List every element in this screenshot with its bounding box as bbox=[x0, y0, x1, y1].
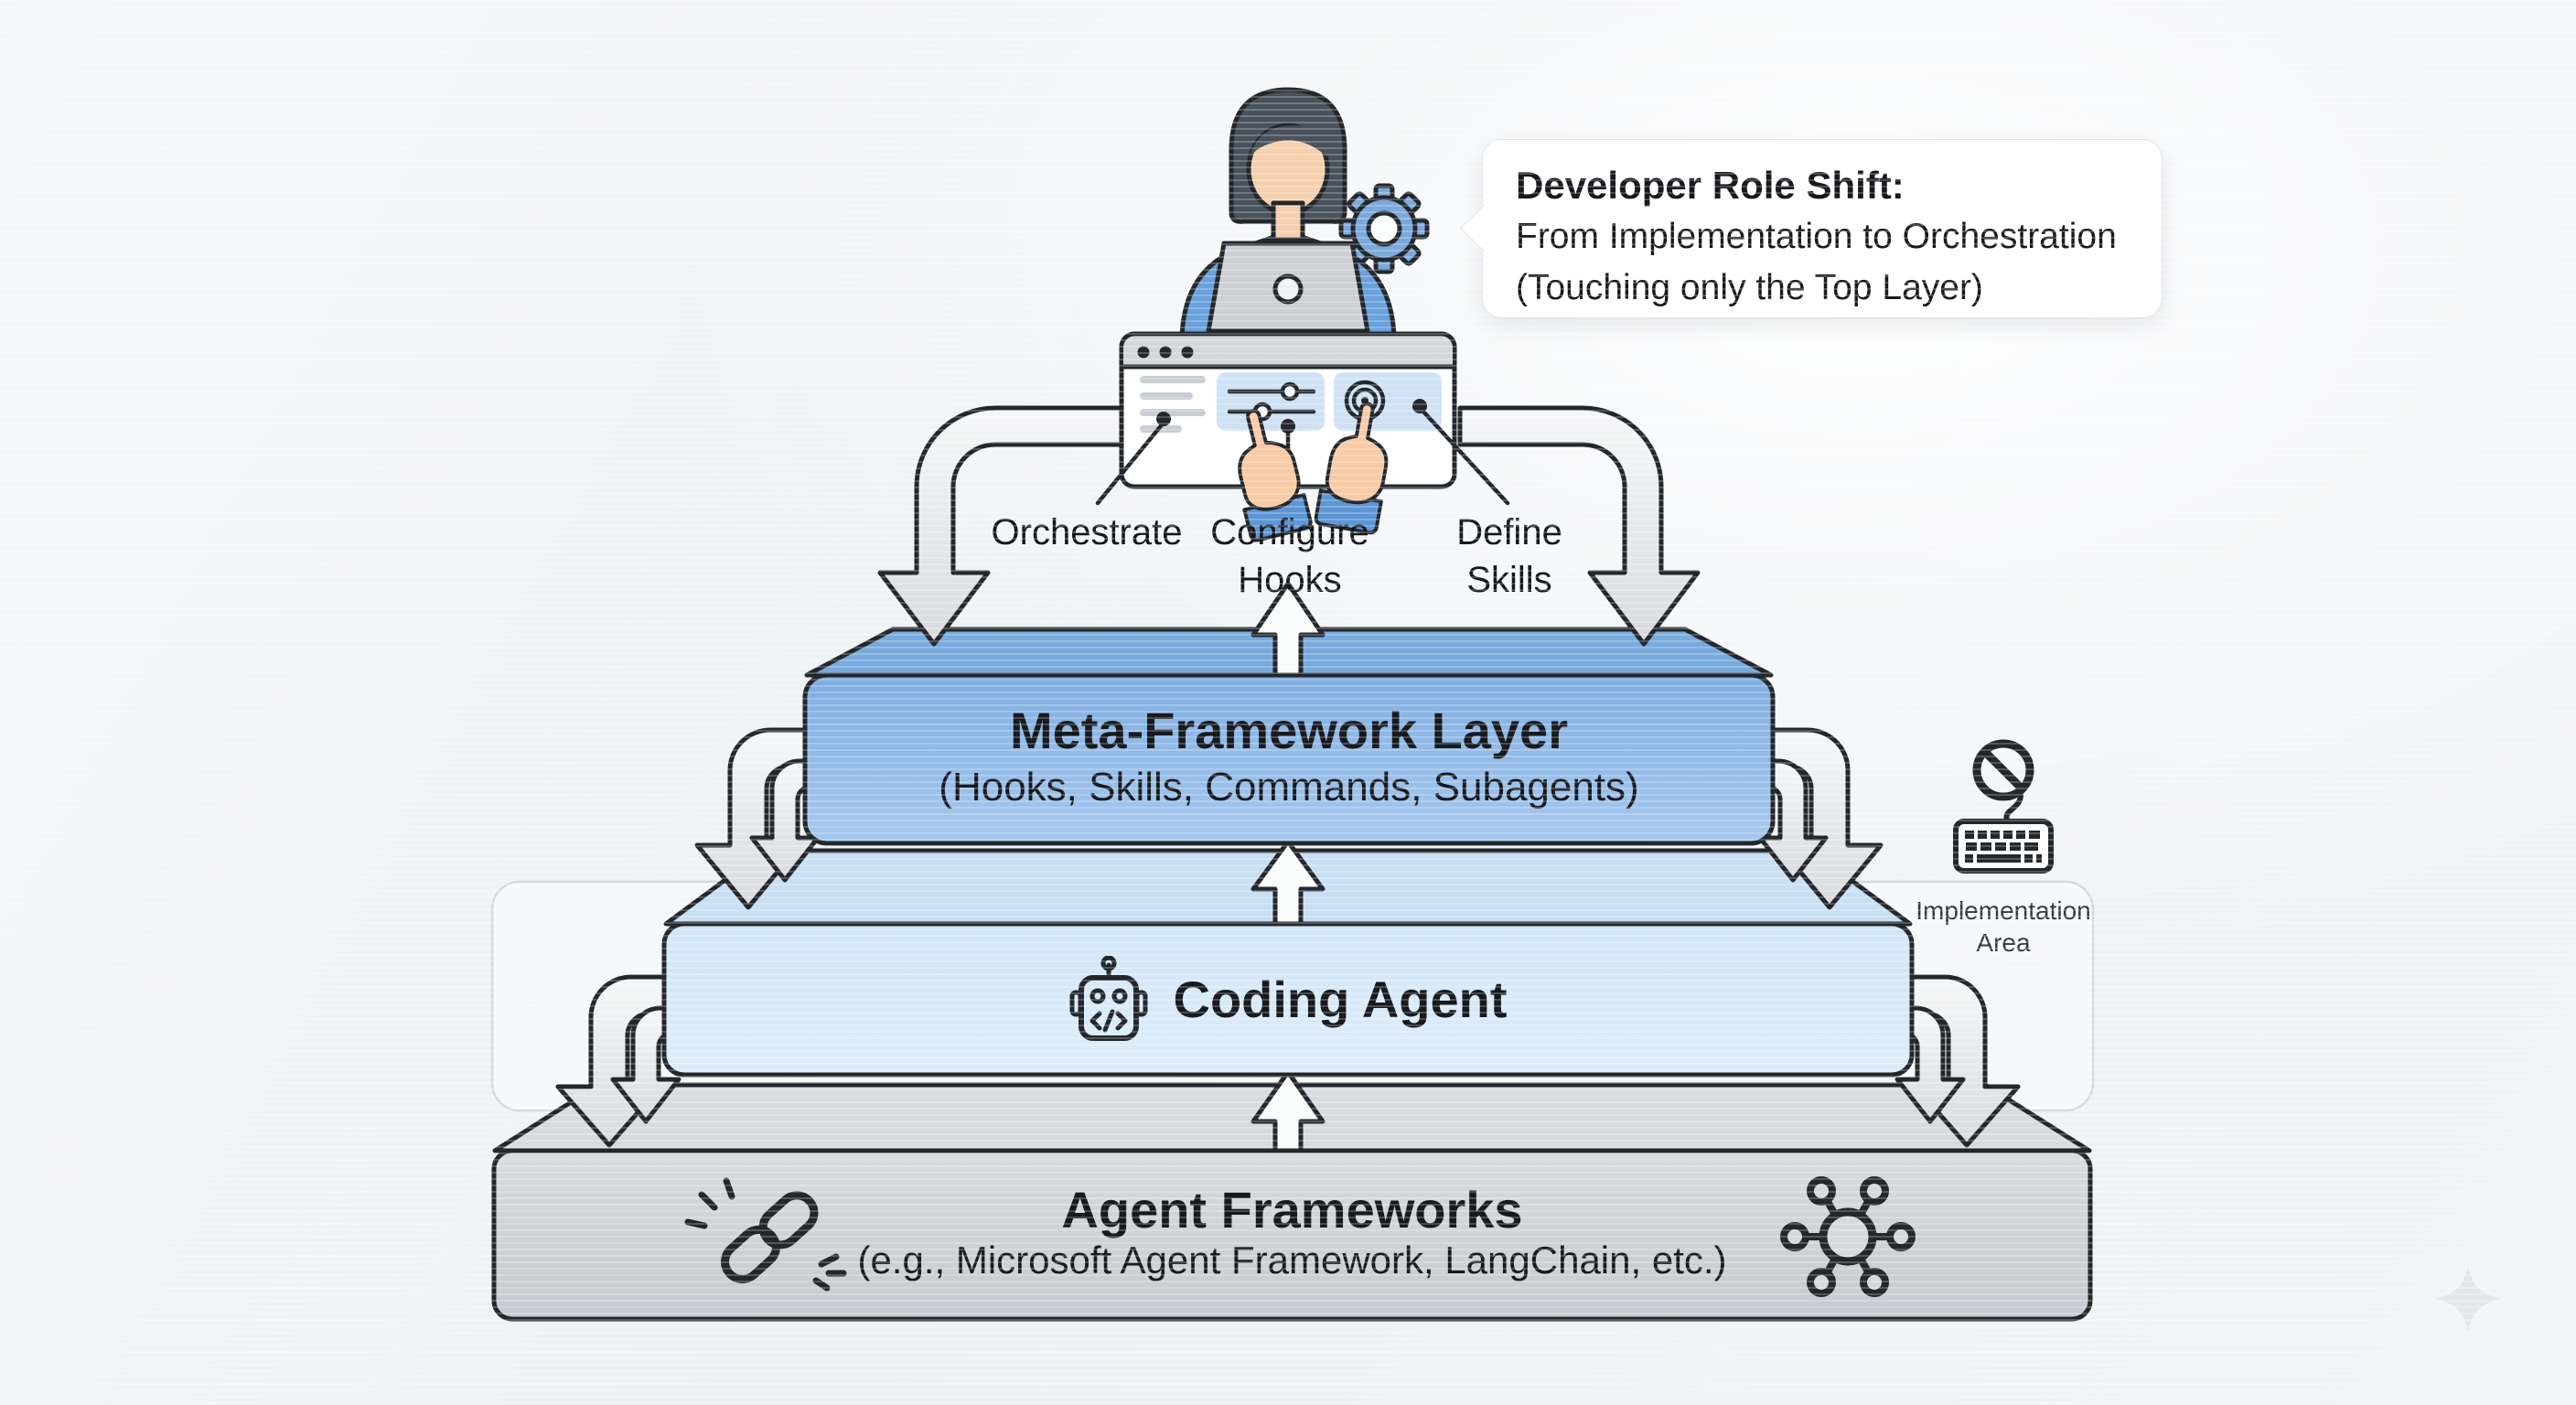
action-line: Orchestrate bbox=[991, 512, 1183, 552]
action-line: Configure bbox=[1210, 512, 1369, 552]
sparkle-icon bbox=[2435, 1266, 2501, 1332]
agent-frameworks-box bbox=[491, 1148, 2093, 1322]
meta-layer-title: Meta-Framework Layer bbox=[1009, 702, 1568, 759]
arrow-ui-to-meta-left bbox=[877, 405, 1133, 647]
agent-frameworks-subtitle: (e.g., Microsoft Agent Framework, LangCh… bbox=[857, 1239, 1727, 1282]
agent-frameworks-title: Agent Frameworks bbox=[1061, 1181, 1523, 1239]
coding-agent-title: Coding Agent bbox=[1173, 971, 1508, 1028]
action-line: Define bbox=[1456, 512, 1562, 552]
keyboard-icon bbox=[1953, 819, 2054, 874]
coding-agent-box bbox=[661, 921, 1915, 1078]
text-lines-mock bbox=[1140, 376, 1206, 433]
action-label-orchestrate: Orchestrate bbox=[950, 509, 1224, 556]
meta-layer-subtitle: (Hooks, Skills, Commands, Subagents) bbox=[939, 765, 1639, 810]
bubble-title: Developer Role Shift: bbox=[1516, 164, 1905, 207]
bubble-line-1: From Implementation to Orchestration bbox=[1516, 217, 2117, 256]
implementation-area-label: Implementation Area bbox=[1894, 895, 2113, 959]
no-keyboard-icon bbox=[1953, 739, 2054, 874]
broken-link-icon bbox=[684, 1177, 847, 1292]
implementation-area-line: Implementation bbox=[1916, 896, 2091, 925]
robot-icon bbox=[1069, 955, 1148, 1041]
action-label-define-skills: Define Skills bbox=[1418, 509, 1601, 604]
speech-bubble: Developer Role Shift: From Implementatio… bbox=[1460, 139, 2163, 318]
implementation-area-line: Area bbox=[1976, 928, 2031, 957]
prohibition-icon bbox=[1972, 739, 2034, 801]
action-line: Hooks bbox=[1238, 560, 1342, 600]
action-label-configure-hooks: Configure Hooks bbox=[1189, 509, 1390, 604]
meta-layer-box bbox=[802, 672, 1776, 846]
network-hub-icon bbox=[1780, 1176, 1916, 1297]
developer-avatar bbox=[1179, 87, 1397, 349]
arrow-ui-to-meta-right bbox=[1457, 405, 1701, 647]
action-line: Skills bbox=[1466, 560, 1552, 600]
bubble-line-2: (Touching only the Top Layer) bbox=[1516, 268, 1983, 307]
sliders-icon bbox=[1217, 372, 1325, 431]
coding-agent-row: Coding Agent bbox=[664, 924, 1912, 1075]
tap-icon bbox=[1334, 372, 1442, 431]
